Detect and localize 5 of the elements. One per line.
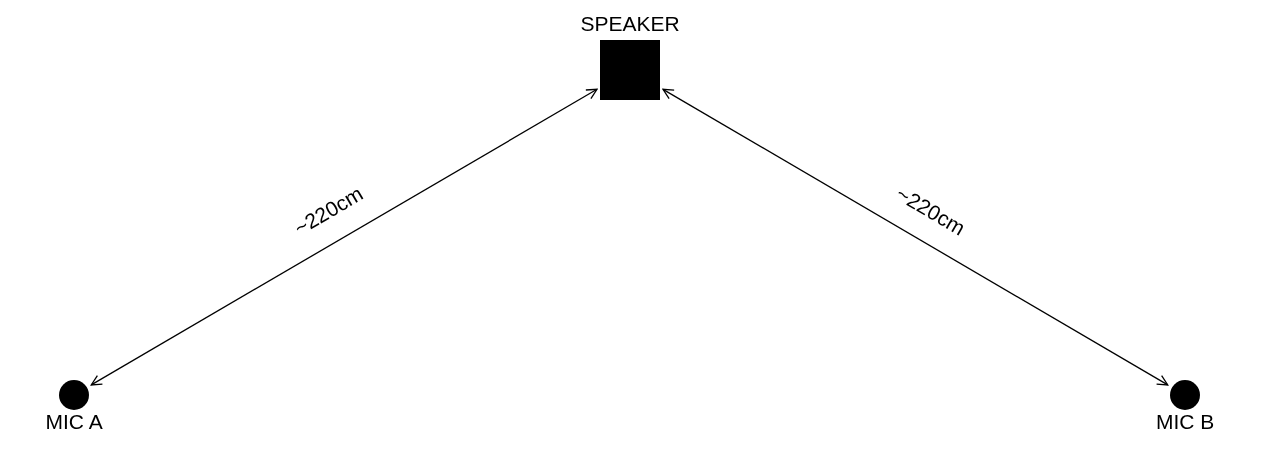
node-label: MIC B <box>1156 410 1215 434</box>
double-arrow <box>662 88 1169 386</box>
double-arrow <box>90 88 598 386</box>
node-label: SPEAKER <box>580 12 680 36</box>
node-label: MIC A <box>45 410 103 434</box>
